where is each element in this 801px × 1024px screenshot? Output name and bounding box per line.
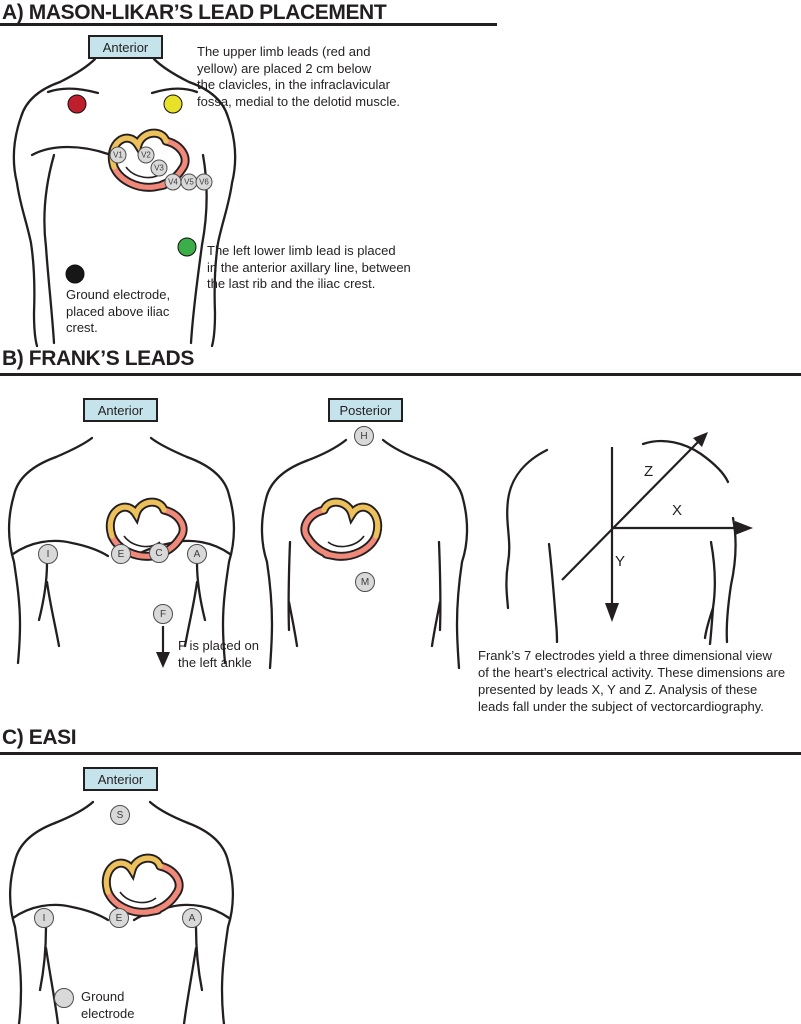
electrode-v6-label: V6: [199, 177, 209, 187]
posterior-label-b-text: Posterior: [339, 402, 392, 418]
panel-b-title: B) FRANK’S LEADS: [2, 347, 194, 370]
electrode-right-arm-red: [67, 94, 87, 114]
electrode-s-c: S: [110, 805, 130, 825]
torso-posterior-b: [260, 438, 469, 670]
ground-note-c: Ground electrode: [81, 989, 135, 1021]
panel-b-rule: [0, 373, 801, 376]
panel-a-title: A) MASON-LIKAR’S LEAD PLACEMENT: [2, 1, 387, 24]
electrode-e-c: E: [109, 908, 129, 928]
heart-icon: [106, 858, 179, 912]
lower-limb-note: The left lower limb lead is placed in th…: [207, 243, 411, 291]
electrode-v2-label: V2: [141, 150, 151, 160]
axis-label-z: Z: [644, 463, 654, 480]
panel-c-title: C) EASI: [2, 726, 77, 749]
panel-c-rule: [0, 752, 801, 755]
electrode-v4: V4: [164, 173, 182, 191]
f-arrow-icon: [156, 626, 170, 668]
anterior-label-b-text: Anterior: [97, 402, 144, 418]
electrode-e-c-label: E: [115, 912, 123, 924]
f-note: F is placed on the left ankle: [178, 638, 259, 670]
electrode-v3-label: V3: [154, 163, 164, 173]
electrode-ground-black: [65, 264, 85, 284]
electrode-a-b: A: [187, 544, 207, 564]
heart-icon: [305, 502, 378, 556]
anterior-label-b: Anterior: [83, 398, 158, 422]
torso-anterior-b: [7, 436, 236, 665]
electrode-left-arm-yellow: [163, 94, 183, 114]
electrode-e-b: E: [111, 544, 131, 564]
electrode-h-b: H: [354, 426, 374, 446]
torso-anterior-c: [8, 800, 235, 1024]
anterior-label-a-text: Anterior: [102, 39, 149, 55]
panel-a-rule: [0, 23, 497, 26]
electrode-v1: V1: [109, 146, 127, 164]
electrode-a-c-label: A: [188, 912, 196, 924]
electrode-f-b-label: F: [159, 608, 167, 620]
electrode-v1-label: V1: [113, 150, 123, 160]
electrode-v3: V3: [150, 159, 168, 177]
ground-note-a: Ground electrode, placed above iliac cre…: [66, 287, 171, 335]
electrode-left-leg-green: [177, 237, 197, 257]
axis-label-y: Y: [615, 553, 626, 570]
electrode-c-b: C: [149, 543, 169, 563]
electrode-s-c-label: S: [116, 809, 124, 821]
electrode-a-b-label: A: [193, 548, 201, 560]
torso-side-b: [505, 439, 737, 646]
anterior-label-a: Anterior: [88, 35, 163, 59]
anterior-label-c: Anterior: [83, 767, 158, 791]
posterior-label-b: Posterior: [328, 398, 403, 422]
electrode-c-b-label: C: [155, 547, 163, 559]
electrode-v4-label: V4: [168, 177, 178, 187]
electrode-a-c: A: [182, 908, 202, 928]
electrode-m-b: M: [355, 572, 375, 592]
axis-label-x: X: [672, 502, 683, 519]
electrode-i-b: I: [38, 544, 58, 564]
electrode-i-c: I: [34, 908, 54, 928]
franks-description: Frank’s 7 electrodes yield a three dimen…: [478, 648, 786, 714]
electrode-v2: V2: [137, 146, 155, 164]
electrode-i-c-label: I: [42, 912, 46, 924]
electrode-v6: V6: [195, 173, 213, 191]
anterior-label-c-text: Anterior: [97, 771, 144, 787]
electrode-ground-c: [54, 988, 74, 1008]
electrode-f-b: F: [153, 604, 173, 624]
electrode-m-b-label: M: [360, 576, 370, 588]
upper-limb-note: The upper limb leads (red and yellow) ar…: [197, 44, 401, 109]
electrode-e-b-label: E: [117, 548, 125, 560]
electrode-h-b-label: H: [360, 430, 368, 442]
electrode-v5-label: V5: [184, 177, 194, 187]
xyz-axes: [561, 432, 753, 622]
electrode-i-b-label: I: [46, 548, 50, 560]
